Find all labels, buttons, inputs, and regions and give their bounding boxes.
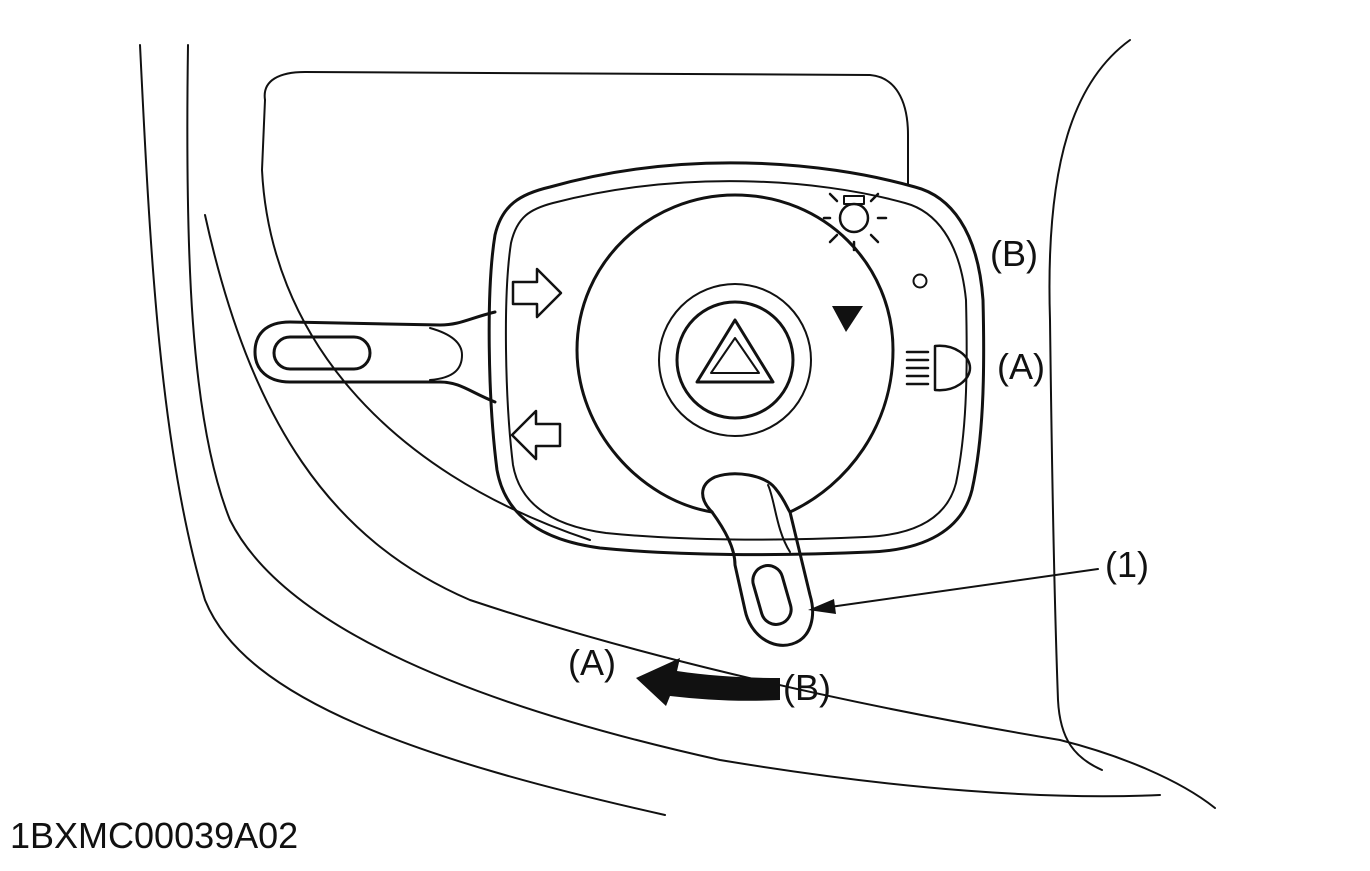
work-light-icon — [822, 192, 888, 252]
figure-code: 1BXMC00039A02 — [10, 815, 298, 856]
rotary-knob — [575, 193, 895, 514]
dial-label-a: (A) — [997, 346, 1045, 387]
turn-signal-icons — [510, 267, 563, 461]
turn-left-arrow-icon — [510, 409, 562, 461]
dial-label-b: (B) — [990, 233, 1038, 274]
turn-right-arrow-icon — [511, 267, 563, 319]
pointer-triangle-icon — [832, 306, 863, 332]
bottom-lever — [701, 472, 814, 647]
left-lever-grip — [272, 335, 372, 371]
hazard-triangle-icon — [695, 318, 775, 384]
off-dot-icon — [912, 273, 928, 289]
arrow-label-a: (A) — [568, 642, 616, 683]
callout-number: (1) — [1105, 544, 1149, 585]
rotation-arrow — [636, 658, 780, 706]
dashboard-outlines — [139, 39, 1216, 816]
callout-leader — [808, 568, 1099, 614]
left-lever — [253, 310, 497, 404]
arrow-label-b: (B) — [783, 667, 831, 708]
bottom-lever-grip — [751, 564, 793, 626]
hazard-button — [658, 283, 812, 437]
headlight-icon — [905, 344, 972, 392]
switch-housing — [487, 161, 986, 557]
